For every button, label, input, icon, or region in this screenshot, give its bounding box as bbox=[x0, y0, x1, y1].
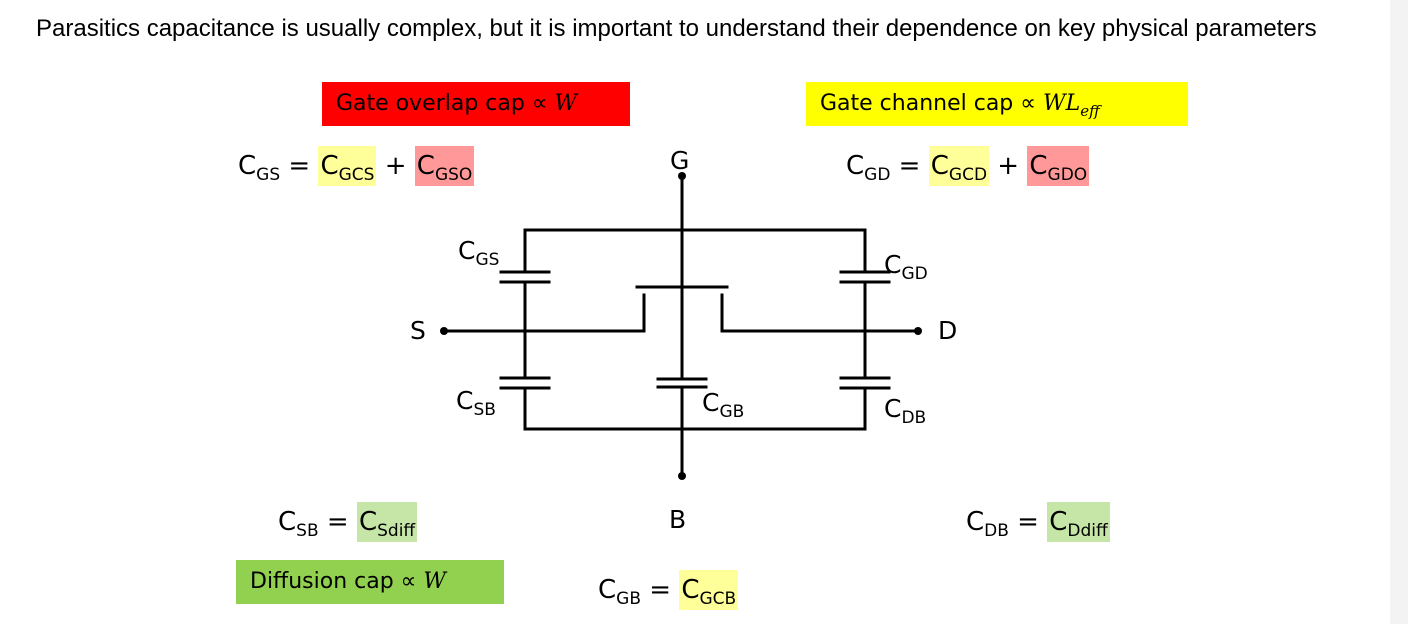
plus-sign: + bbox=[989, 151, 1028, 181]
gate-channel-cap-var: WL bbox=[1042, 91, 1081, 116]
cgs-term-gcs: CGCS bbox=[318, 146, 377, 186]
equals-sign: = bbox=[1008, 507, 1048, 537]
gate-channel-cap-sub: eff bbox=[1080, 102, 1100, 120]
cgs-lhs: CGS bbox=[238, 151, 281, 185]
equals-sign: = bbox=[641, 575, 680, 605]
equation-cgs: CGS = CGCS + CGSO bbox=[238, 146, 475, 186]
cap-label-cgs: CGS bbox=[458, 236, 500, 270]
gate-channel-cap-text: Gate channel cap ∝ bbox=[820, 91, 1043, 116]
drain-channel-wire bbox=[720, 293, 920, 333]
source-terminal-dot bbox=[440, 327, 448, 335]
equation-cgb: CGB = CGCB bbox=[598, 570, 739, 610]
cgd-lhs: CGD bbox=[846, 151, 891, 185]
cgd-term-gdo: CGDO bbox=[1027, 146, 1090, 186]
body-terminal-dot bbox=[678, 472, 686, 480]
diffusion-cap-box: Diffusion cap ∝ W bbox=[236, 560, 504, 604]
terminal-g-label: G bbox=[670, 146, 690, 175]
gate-overlap-cap-text: Gate overlap cap ∝ bbox=[336, 91, 555, 116]
diffusion-cap-text: Diffusion cap ∝ bbox=[250, 569, 424, 594]
csb-term-sdiff: CSdiff bbox=[356, 502, 418, 542]
cap-label-cgb: CGB bbox=[702, 388, 745, 422]
cdb-lhs: CDB bbox=[966, 507, 1009, 541]
terminal-b-label: B bbox=[669, 505, 687, 534]
equation-csb: CSB = CSdiff bbox=[278, 502, 418, 542]
cap-label-cdb: CDB bbox=[884, 394, 927, 428]
cgs-term-gso: CGSO bbox=[414, 146, 475, 186]
terminal-d-label: D bbox=[938, 316, 958, 345]
gate-terminal-dot bbox=[678, 172, 686, 180]
diffusion-cap-var: W bbox=[423, 569, 446, 594]
gate-channel-cap-box: Gate channel cap ∝ WLeff bbox=[806, 82, 1188, 126]
right-edge-strip bbox=[1390, 0, 1408, 624]
cap-label-cgd: CGD bbox=[884, 250, 928, 284]
cgb-term-gcb: CGCB bbox=[679, 570, 739, 610]
equation-cdb: CDB = CDdiff bbox=[966, 502, 1110, 542]
cdb-term-ddiff: CDdiff bbox=[1047, 502, 1110, 542]
equals-sign: = bbox=[318, 507, 357, 537]
intro-text: Parasitics capacitance is usually comple… bbox=[36, 15, 1317, 42]
cgd-term-gcd: CGCD bbox=[928, 146, 990, 186]
equation-cgd: CGD = CGCD + CGDO bbox=[846, 146, 1090, 186]
gate-overlap-cap-box: Gate overlap cap ∝ W bbox=[322, 82, 630, 126]
cap-label-csb: CSB bbox=[456, 386, 496, 420]
plus-sign: + bbox=[376, 151, 415, 181]
equals-sign: = bbox=[280, 151, 319, 181]
csb-lhs: CSB bbox=[278, 507, 319, 541]
gate-overlap-cap-var: W bbox=[554, 91, 578, 116]
drain-terminal-dot bbox=[914, 327, 922, 335]
source-channel-wire bbox=[442, 293, 646, 333]
equals-sign: = bbox=[890, 151, 929, 181]
cgb-lhs: CGB bbox=[598, 575, 641, 609]
terminal-s-label: S bbox=[410, 316, 426, 345]
